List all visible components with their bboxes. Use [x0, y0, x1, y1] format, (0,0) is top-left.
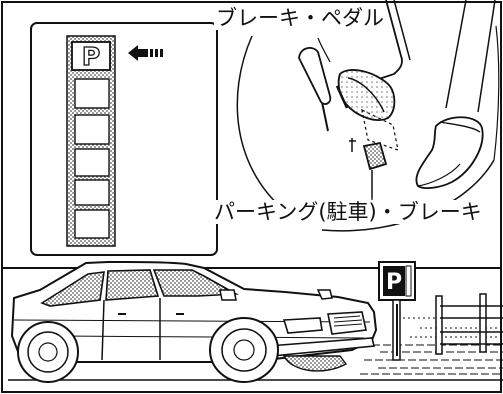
brake-pedal [298, 47, 332, 132]
front-wheel [209, 317, 279, 383]
leader-line-brake [317, 37, 331, 63]
fence [435, 293, 503, 355]
parking-brake-label: パーキング(駐車)・ブレーキ [212, 200, 484, 224]
pedal-motion-lines [349, 108, 399, 152]
gear-slot [74, 78, 110, 109]
gear-indicator-panel: P [30, 22, 218, 256]
gear-slot [74, 179, 110, 206]
car [10, 260, 378, 383]
parking-sign: P [378, 261, 416, 361]
gear-slot [74, 148, 110, 177]
gear-p-letter: P [82, 42, 100, 71]
brake-pedal-label: ブレーキ・ペダル [214, 6, 386, 30]
pedal-inset [236, 0, 500, 232]
parking-sign-letter: P [386, 270, 402, 295]
parking-brake-pedal [362, 141, 388, 198]
driver-foot-brake [335, 0, 411, 121]
driver-foot-parking [415, 0, 496, 189]
gear-slot-p [71, 41, 111, 71]
gear-slot [74, 209, 110, 239]
rear-wheel [17, 321, 79, 383]
arrow-left-icon [128, 45, 163, 61]
gear-slot [74, 114, 110, 145]
